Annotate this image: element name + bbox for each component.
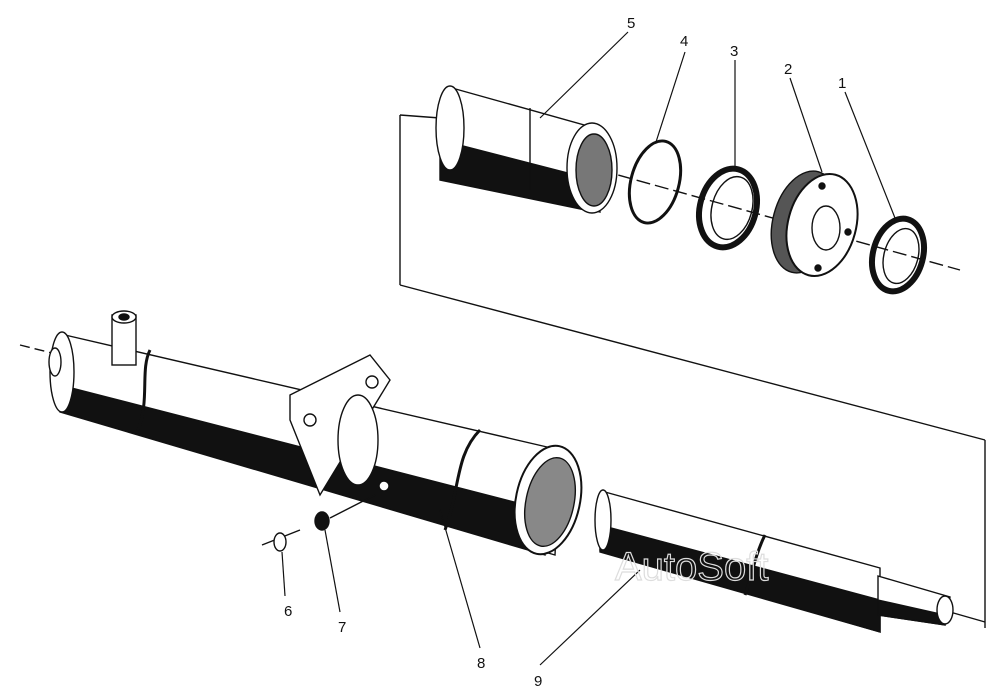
callout-7: 7 [338, 619, 346, 636]
part-8-cylinder-body [48, 310, 583, 556]
part-9-rod [594, 489, 954, 633]
part-3-bearing-ring [696, 165, 760, 251]
watermark: AutoSoft [615, 545, 768, 589]
callout-5: 5 [627, 15, 635, 32]
part-6-screw [261, 529, 301, 552]
part-7-washer [314, 494, 376, 531]
part-1-ring [869, 215, 927, 295]
callout-6: 6 [284, 603, 292, 620]
callout-8: 8 [477, 655, 485, 672]
callout-3: 3 [730, 43, 738, 60]
part-5-sleeve [435, 85, 618, 214]
callout-2: 2 [784, 61, 792, 78]
callout-4: 4 [680, 33, 688, 50]
callout-1: 1 [838, 75, 846, 92]
part-4-o-ring [627, 139, 683, 225]
part-2-nut [770, 170, 859, 277]
callout-leaders [281, 31, 896, 666]
callout-9: 9 [534, 673, 542, 690]
